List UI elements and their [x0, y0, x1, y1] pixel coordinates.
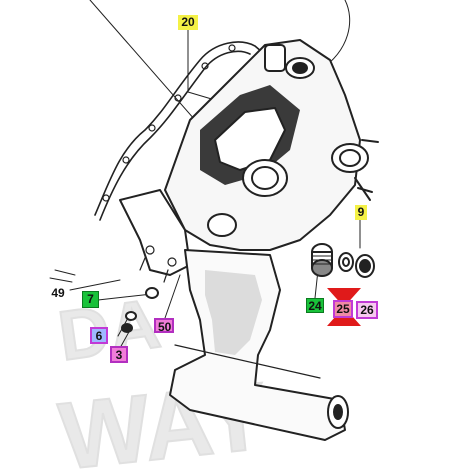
- callout-26[interactable]: 26: [356, 301, 378, 319]
- callout-20[interactable]: 20: [178, 15, 198, 30]
- callout-3[interactable]: 3: [110, 346, 128, 363]
- bearing-part: [355, 254, 375, 278]
- callout-50[interactable]: 50: [154, 318, 174, 334]
- callout-9[interactable]: 9: [355, 205, 367, 220]
- left-flange: [119, 189, 191, 276]
- swing-arm: [169, 249, 346, 441]
- callout-7[interactable]: 7: [82, 291, 99, 308]
- callout-6[interactable]: 6: [90, 327, 108, 344]
- upper-bearing-boss: [264, 44, 315, 79]
- callout-49[interactable]: 49: [51, 286, 65, 300]
- gear-part: [311, 243, 333, 277]
- swing-arm-shade: [205, 270, 262, 355]
- callout-24[interactable]: 24: [306, 298, 324, 313]
- right-bearing-boss: [331, 139, 379, 201]
- washer-part: [338, 252, 354, 272]
- callout-25[interactable]: 25: [333, 300, 353, 318]
- gasket-outline: [94, 41, 263, 221]
- small-hardware: [49, 269, 159, 333]
- central-bore: [207, 159, 288, 237]
- housing-cavity: [214, 107, 286, 171]
- gasket-holes: [102, 44, 236, 202]
- flange-bolts: [139, 245, 177, 283]
